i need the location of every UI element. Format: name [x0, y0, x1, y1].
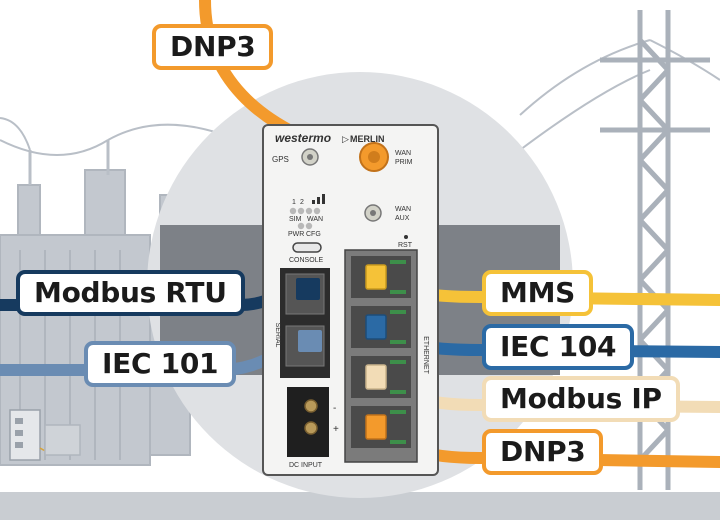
- mms-plug: [365, 264, 387, 290]
- label-iec-101: IEC 101: [84, 341, 237, 387]
- label-iec-104: IEC 104: [482, 324, 635, 370]
- dc-plus-label: +: [333, 424, 339, 435]
- rst-label: RST: [398, 242, 413, 249]
- gps-label: GPS: [272, 155, 289, 164]
- label-dnp3-top: DNP3: [152, 24, 274, 70]
- wan-prim-connector-core: [368, 151, 380, 163]
- router-device: westermo MERLIN ▷ GPS WAN PRIM WAN AUX 1…: [262, 124, 439, 476]
- cfg-label: CFG: [306, 231, 321, 238]
- label-modbus-ip: Modbus IP: [482, 376, 680, 422]
- brand-logo: westermo: [275, 131, 331, 145]
- pwr-label: PWR: [288, 231, 304, 238]
- wan-prim-label-1: WAN: [395, 150, 411, 157]
- modbus-rtu-plug: [296, 278, 320, 300]
- iec-104-plug: [365, 314, 387, 340]
- wan-prim-label-2: PRIM: [395, 159, 413, 166]
- wan-aux-label-2: AUX: [395, 215, 410, 222]
- console-label: CONSOLE: [289, 257, 324, 264]
- serial-label: SERIAL: [274, 323, 281, 348]
- led-label-1: 1: [292, 199, 296, 206]
- dc-input-label: DC INPUT: [289, 462, 323, 469]
- status-leds: [289, 207, 321, 230]
- led-label-2: 2: [300, 199, 304, 206]
- dc-minus-label: -: [333, 403, 336, 414]
- iec-101-plug: [298, 330, 322, 352]
- wan-aux-label-1: WAN: [395, 206, 411, 213]
- wan-led-label: WAN: [307, 216, 323, 223]
- model-logo: MERLIN: [350, 134, 385, 144]
- ethernet-label: ETHERNET: [422, 336, 429, 374]
- reset-button[interactable]: [404, 235, 408, 239]
- wan-aux-connector-pin: [370, 210, 376, 216]
- play-glyph: ▷: [342, 134, 349, 144]
- label-mms: MMS: [482, 270, 593, 316]
- modbus-ip-plug: [365, 364, 387, 390]
- dc-terminal-minus-screw: [304, 399, 318, 413]
- ethernet-port-leds: [390, 260, 406, 444]
- dc-terminal-plus-screw: [304, 421, 318, 435]
- label-dnp3-bottom: DNP3: [482, 429, 604, 475]
- sim-label: SIM: [289, 216, 302, 223]
- console-port[interactable]: [292, 242, 322, 253]
- dnp3-plug: [365, 414, 387, 440]
- gps-connector-pin: [307, 154, 313, 160]
- breaker-small: [9, 409, 81, 461]
- signal-bars-icon: [312, 194, 325, 204]
- label-modbus-rtu: Modbus RTU: [16, 270, 245, 316]
